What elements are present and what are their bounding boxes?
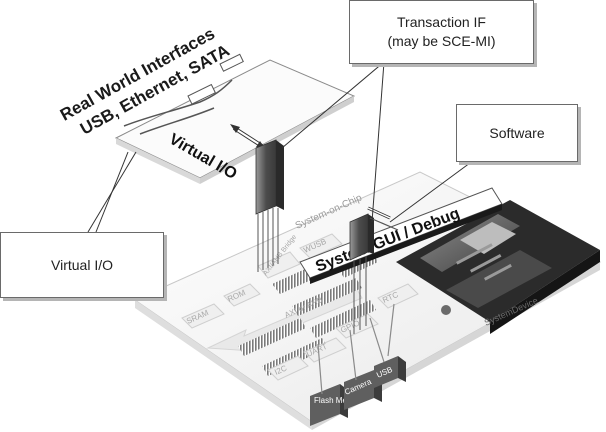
device-wires [317,303,395,395]
block-i2c: I2C [267,355,309,381]
callout-leaders [87,61,475,233]
transactor-left [255,139,284,272]
device-flash-label: Flash Memory [314,396,365,405]
device-camera: Camera [343,370,382,410]
callout-transaction-line1: Transaction IF [397,14,486,30]
virtual-io-panel [114,53,356,184]
callout-transaction-line2: (may be SCE-MI) [387,33,496,49]
system-device [396,200,600,334]
device-usb: USB [374,356,406,388]
callout-virtual-io-text: Virtual I/O [51,256,113,273]
transactor-right [349,213,399,334]
callout-software-text: Software [489,124,545,141]
callout-virtual-io: Virtual I/O [0,232,164,298]
callout-software: Software [456,104,578,162]
block-rtc: RTC [377,283,419,309]
callout-transaction-if: Transaction IF (may be SCE-MI) [349,0,534,64]
gui-link-arrow [367,206,391,220]
